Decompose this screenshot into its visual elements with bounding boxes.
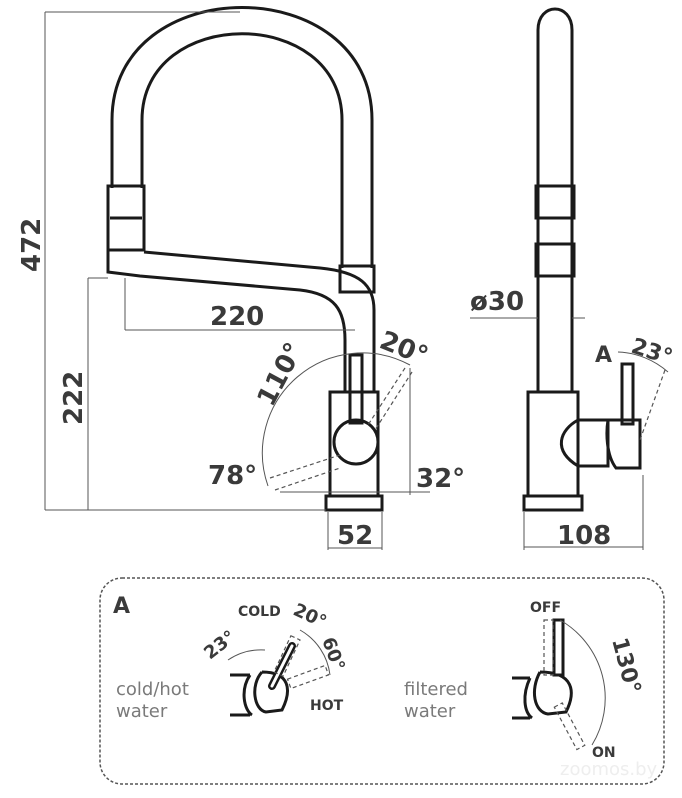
front-view: 472 222 220 52 110° 20° 78° 32° [17, 6, 465, 551]
side-collar-top [534, 184, 576, 220]
dim-108: 108 [557, 521, 611, 551]
dim-diameter-30: ø30 [470, 287, 524, 317]
dim-222: 222 [59, 371, 89, 425]
side-base [522, 494, 584, 512]
side-lever [620, 362, 635, 426]
mixer-angle-20: 20° [290, 599, 330, 632]
filter-lever [552, 618, 565, 677]
side-tube [536, 7, 574, 392]
right-collar [338, 264, 376, 294]
filter-label-line1: filtered [404, 679, 468, 700]
angle-23: 23° [628, 334, 675, 371]
arch-outer [110, 6, 374, 268]
detail-ref-a: A [595, 343, 612, 368]
mixer-hot: HOT [310, 698, 344, 714]
arch-inner [140, 32, 344, 268]
angle-78: 78° [208, 461, 257, 491]
mixer-cold: COLD [238, 604, 281, 620]
filter-angle-130: 130° [606, 635, 645, 696]
spout [106, 250, 376, 392]
detail-a-panel: A cold/hot water COLD 20° 60° 23° HOT fi… [99, 577, 665, 785]
base [324, 494, 384, 512]
body [328, 390, 380, 498]
mixer-label-line1: cold/hot [116, 679, 189, 700]
mixer-angle-23: 23° [200, 626, 240, 664]
dim-220: 220 [210, 302, 264, 332]
side-body [526, 390, 580, 498]
left-collar [106, 184, 146, 252]
detail-a-title: A [113, 594, 130, 619]
filter-off: OFF [530, 600, 561, 616]
filter-label-line2: water [404, 701, 456, 722]
mixer-angle-60: 60° [317, 635, 348, 674]
angle-20: 20° [375, 326, 432, 372]
watermark: zoomos.by [560, 759, 658, 780]
side-view: ø30 108 A 23° [470, 7, 675, 551]
dim-52: 52 [337, 521, 373, 551]
mixer-label-line2: water [116, 701, 168, 722]
dim-472: 472 [17, 218, 47, 272]
lever [348, 353, 364, 425]
filter-on: ON [592, 745, 616, 761]
side-collar-bottom [534, 242, 576, 278]
handle-knob [332, 418, 380, 466]
angle-32: 32° [416, 464, 465, 494]
